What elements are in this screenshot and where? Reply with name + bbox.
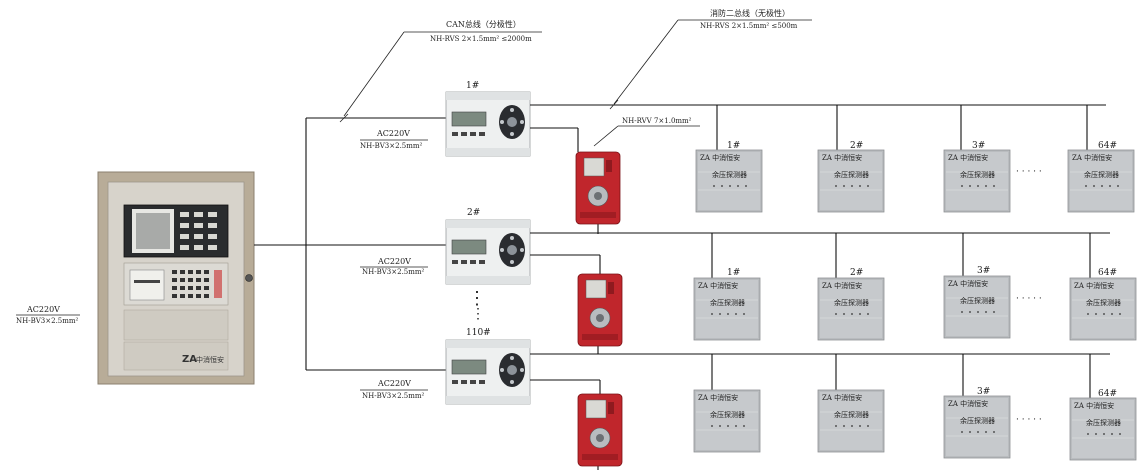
- detector-brand: ZA 中消恒安: [1072, 153, 1112, 162]
- detector-row-2: 1# ZA 中消恒安 余压探测器 2# ZA 中消恒安 余压探测器 3# ZA …: [693, 266, 1137, 341]
- detector-2: 2# ZA 中消恒安 余压探测器: [817, 268, 885, 341]
- detector-2: ZA 中消恒安 余压探测器: [817, 389, 885, 453]
- detector-3: 3# ZA 中消恒安 余压探测器: [943, 141, 1011, 213]
- detector-label: 余压探测器: [710, 410, 745, 419]
- controller-2: 2#: [445, 208, 531, 285]
- detector-ellipsis: · · · · ·: [1016, 167, 1042, 177]
- detector-number: 3#: [977, 266, 990, 276]
- detector-label: 余压探测器: [960, 170, 995, 179]
- ac-row3-spec: NH-BV3×2.5mm²: [362, 392, 425, 400]
- detector-label: 余压探测器: [960, 296, 995, 305]
- detector-row-3: ZA 中消恒安 余压探测器 ZA 中消恒安 余压探测器 3# ZA 中消恒安 余…: [693, 387, 1137, 461]
- detector-label: 余压探测器: [1086, 298, 1121, 307]
- detector-ellipsis: · · · · ·: [1016, 415, 1042, 425]
- detector-64: 64# ZA 中消恒安 余压探测器: [1069, 389, 1137, 461]
- detector-label: 余压探测器: [712, 170, 747, 179]
- detector-ellipsis: · · · · ·: [1016, 294, 1042, 304]
- ac-row1-spec: NH-BV3×2.5mm²: [360, 142, 423, 150]
- host-brand-name: 中消恒安: [196, 355, 224, 364]
- vertical-ellipsis-2: ⋮: [471, 306, 485, 322]
- controller-number: 2#: [467, 208, 480, 218]
- host-cabinet: ZA 中消恒安: [97, 171, 255, 385]
- detector-64: 64# ZA 中消恒安 余压探测器: [1069, 268, 1137, 341]
- actuator-110: [577, 393, 623, 467]
- ac-left-label: AC220V: [26, 305, 60, 314]
- actuator-2: [577, 273, 623, 347]
- can-bus-spec: NH-RVS 2×1.5mm² ≤2000m: [430, 35, 532, 43]
- rvv-spec: NH-RVV 7×1.0mm²: [622, 117, 692, 125]
- controller-110: 110#: [445, 328, 531, 405]
- controller-number: 1#: [466, 81, 479, 91]
- detector-label: 余压探测器: [834, 298, 869, 307]
- detector-brand: ZA 中消恒安: [822, 281, 862, 290]
- can-bus-label: CAN总线（分极性）: [446, 19, 521, 29]
- detector-brand: ZA 中消恒安: [948, 279, 988, 288]
- detector-number: 64#: [1098, 141, 1117, 151]
- actuator-1: [575, 151, 621, 225]
- detector-brand: ZA 中消恒安: [698, 393, 738, 402]
- detector-drops: [711, 105, 1091, 398]
- detector-brand: ZA 中消恒安: [948, 153, 988, 162]
- detector-brand: ZA 中消恒安: [1074, 281, 1114, 290]
- host-brand-logo: ZA: [182, 354, 197, 365]
- controller-1: 1#: [445, 81, 531, 157]
- detector-label: 余压探测器: [1086, 418, 1121, 427]
- detector-brand: ZA 中消恒安: [822, 153, 862, 162]
- detector-3: 3# ZA 中消恒安 余压探测器: [943, 266, 1011, 339]
- detector-1: 1# ZA 中消恒安 余压探测器: [693, 268, 761, 341]
- detector-1: 1# ZA 中消恒安 余压探测器: [695, 141, 763, 213]
- detector-number: 2#: [850, 141, 863, 151]
- fire-bus-spec: NH-RVS 2×1.5mm² ≤500m: [700, 22, 798, 30]
- detector-number: 64#: [1098, 268, 1117, 278]
- ac-row1-label: AC220V: [376, 129, 410, 138]
- detector-label: 余压探测器: [834, 170, 869, 179]
- detector-3: 3# ZA 中消恒安 余压探测器: [943, 387, 1011, 459]
- actuator-wiring: [530, 125, 700, 470]
- fire-bus-label: 消防二总线（无极性）: [710, 8, 790, 18]
- detector-64: 64# ZA 中消恒安 余压探测器: [1067, 141, 1135, 213]
- detector-brand: ZA 中消恒安: [700, 153, 740, 162]
- detector-2: 2# ZA 中消恒安 余压探测器: [817, 141, 885, 213]
- detector-number: 2#: [850, 268, 863, 278]
- detector-brand: ZA 中消恒安: [948, 399, 988, 408]
- controller-number: 110#: [466, 328, 491, 338]
- detector-brand: ZA 中消恒安: [698, 281, 738, 290]
- ac-row2-label: AC220V: [377, 257, 411, 266]
- fire-bus-wiring: [530, 19, 1110, 355]
- detector-label: 余压探测器: [710, 298, 745, 307]
- detector-label: 余压探测器: [834, 410, 869, 419]
- ac-row2-spec: NH-BV3×2.5mm²: [362, 268, 425, 276]
- detector-label: 余压探测器: [1084, 170, 1119, 179]
- detector-number: 64#: [1098, 389, 1117, 399]
- detector-number: 3#: [977, 387, 990, 397]
- detector-number: 1#: [727, 268, 740, 278]
- detector-label: 余压探测器: [960, 416, 995, 425]
- detector-number: 3#: [972, 141, 985, 151]
- vertical-ellipsis: ⋮: [468, 288, 486, 309]
- detector-1: ZA 中消恒安 余压探测器: [693, 389, 761, 453]
- ac-left-spec: NH-BV3×2.5mm²: [16, 317, 79, 325]
- can-bus-wiring: [254, 31, 542, 371]
- ac-row3-label: AC220V: [377, 379, 411, 388]
- detector-brand: ZA 中消恒安: [1074, 401, 1114, 410]
- detector-row-1: 1# ZA 中消恒安 余压探测器 2# ZA 中消恒安 余压探测器 3# ZA …: [695, 141, 1135, 213]
- detector-brand: ZA 中消恒安: [822, 393, 862, 402]
- detector-number: 1#: [727, 141, 740, 151]
